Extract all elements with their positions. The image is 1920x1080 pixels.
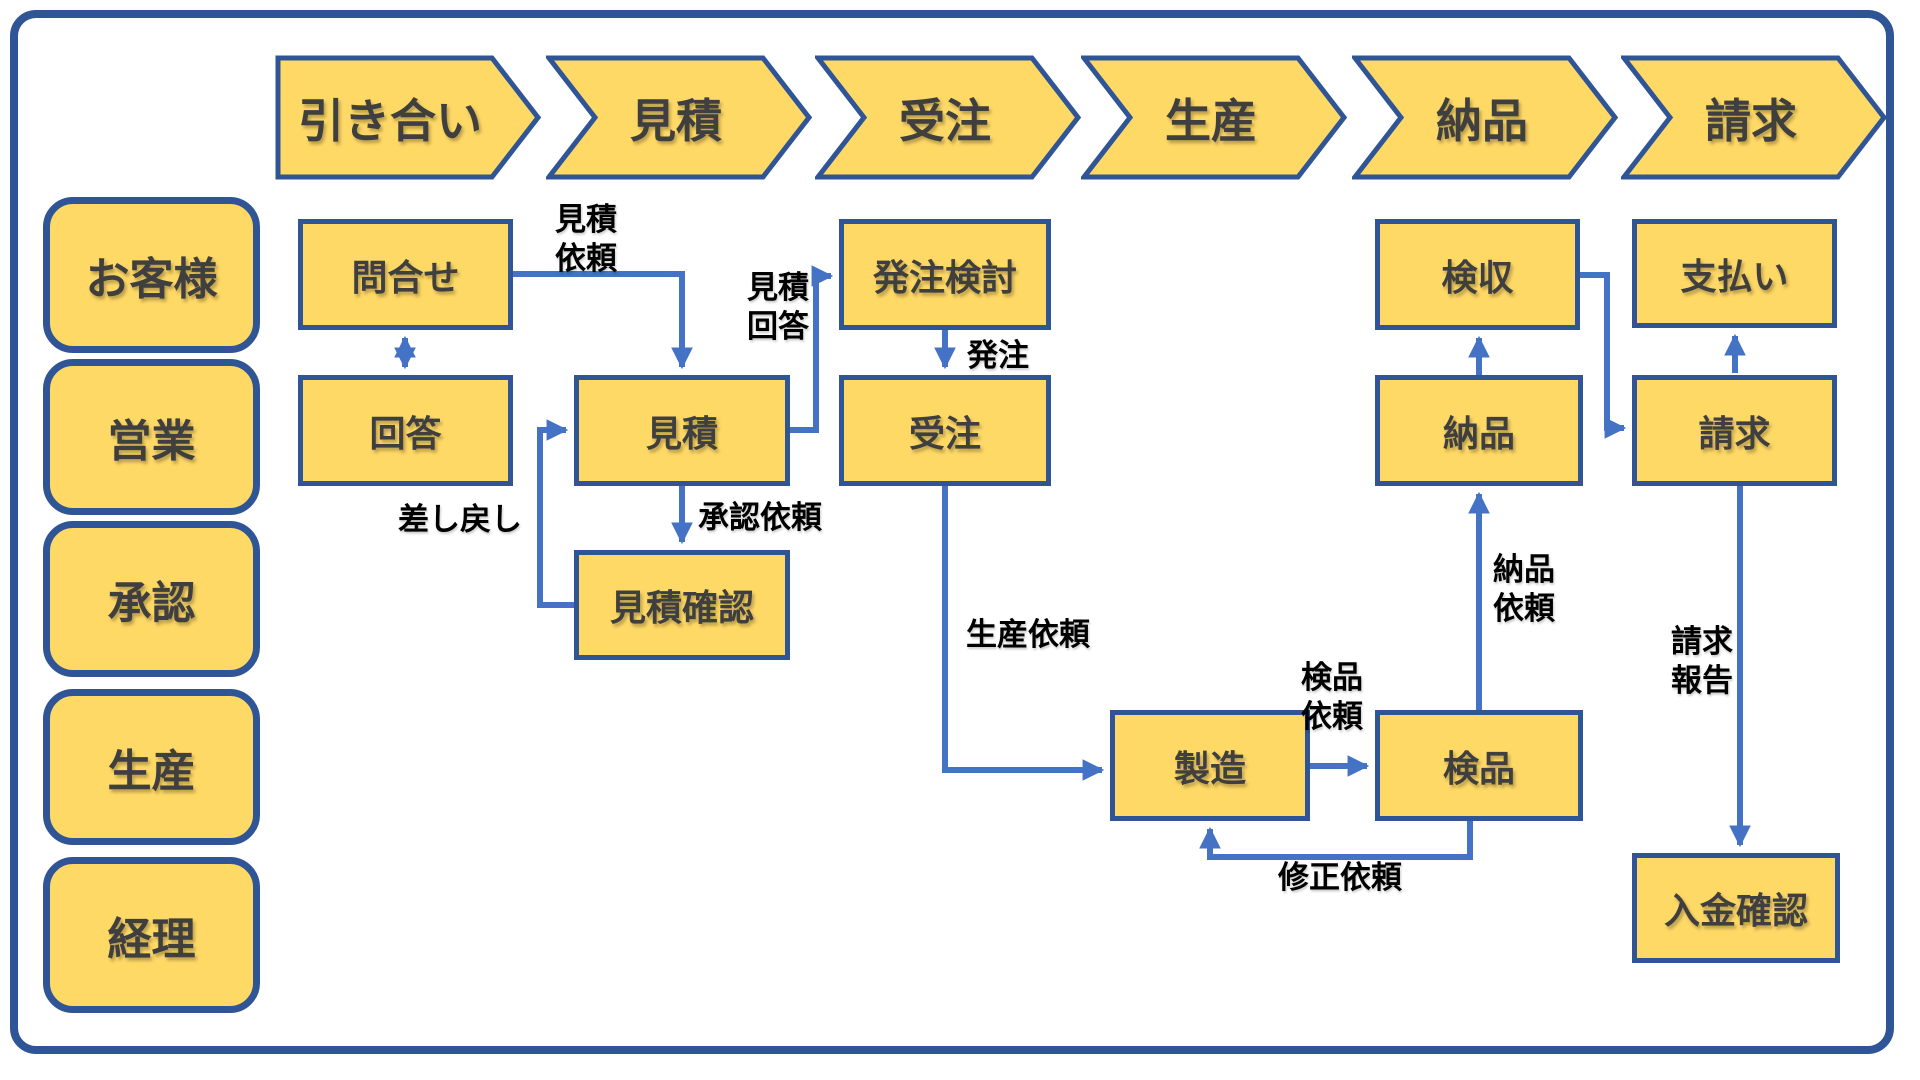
box-manufacturing: 製造 bbox=[1110, 710, 1310, 821]
label-delivery-request: 納品 依頼 bbox=[1493, 552, 1555, 626]
box-quote: 見積 bbox=[574, 375, 790, 486]
box-payment-check: 入金確認 bbox=[1632, 853, 1840, 963]
phase-label: 引き合い bbox=[298, 94, 482, 147]
box-inquiry: 問合せ bbox=[298, 219, 513, 330]
label-fix-request: 修正依頼 bbox=[1278, 860, 1402, 895]
label-inspection-request: 検品 依頼 bbox=[1301, 660, 1363, 734]
phase-chevron-quote: 見積 bbox=[546, 55, 812, 180]
box-answer: 回答 bbox=[298, 375, 513, 486]
phase-label: 納品 bbox=[1436, 94, 1528, 147]
connector-inquiry-quote bbox=[513, 271, 693, 370]
box-acceptance: 検収 bbox=[1375, 219, 1580, 330]
phase-label: 生産 bbox=[1165, 94, 1257, 147]
box-order: 受注 bbox=[839, 375, 1051, 486]
label-send-back: 差し戻し bbox=[398, 502, 522, 537]
phase-label: 請求 bbox=[1705, 94, 1797, 147]
label-approval-request: 承認依頼 bbox=[698, 500, 822, 535]
box-delivery: 納品 bbox=[1375, 375, 1583, 486]
lane-accounting: 経理 bbox=[43, 857, 260, 1013]
label-quote-request: 見積 依頼 bbox=[555, 202, 617, 276]
phase-chevron-order: 受注 bbox=[815, 55, 1081, 180]
label-quote-reply: 見積 回答 bbox=[747, 270, 809, 344]
connector-order-manufacturing bbox=[942, 486, 1105, 781]
label-production-request: 生産依頼 bbox=[966, 617, 1090, 652]
connector-quote-orderreview bbox=[790, 265, 834, 433]
phase-chevron-production: 生産 bbox=[1081, 55, 1347, 180]
box-invoice: 請求 bbox=[1632, 375, 1837, 486]
connector-quotecheck-quote bbox=[537, 419, 574, 608]
label-place-order: 発注 bbox=[967, 338, 1029, 373]
lane-production: 生産 bbox=[43, 689, 260, 845]
lane-sales: 営業 bbox=[43, 359, 260, 515]
phase-chevron-delivery: 納品 bbox=[1352, 55, 1618, 180]
phase-label: 見積 bbox=[630, 94, 722, 147]
phase-chevron-billing: 請求 bbox=[1621, 55, 1887, 180]
box-quote-check: 見積確認 bbox=[574, 550, 790, 660]
connector-acceptance-invoice bbox=[1580, 272, 1627, 439]
outer-frame bbox=[10, 10, 1894, 1054]
phase-label: 受注 bbox=[899, 94, 991, 147]
phase-chevron-inquiry: 引き合い bbox=[275, 55, 541, 180]
box-inspection: 検品 bbox=[1375, 710, 1583, 821]
label-billing-report: 請求 報告 bbox=[1671, 624, 1733, 698]
lane-customer: お客様 bbox=[43, 197, 260, 353]
connector-inspection-manufacturing bbox=[1199, 821, 1473, 860]
box-payment: 支払い bbox=[1632, 219, 1837, 328]
box-order-review: 発注検討 bbox=[839, 219, 1051, 330]
lane-approval: 承認 bbox=[43, 521, 260, 677]
